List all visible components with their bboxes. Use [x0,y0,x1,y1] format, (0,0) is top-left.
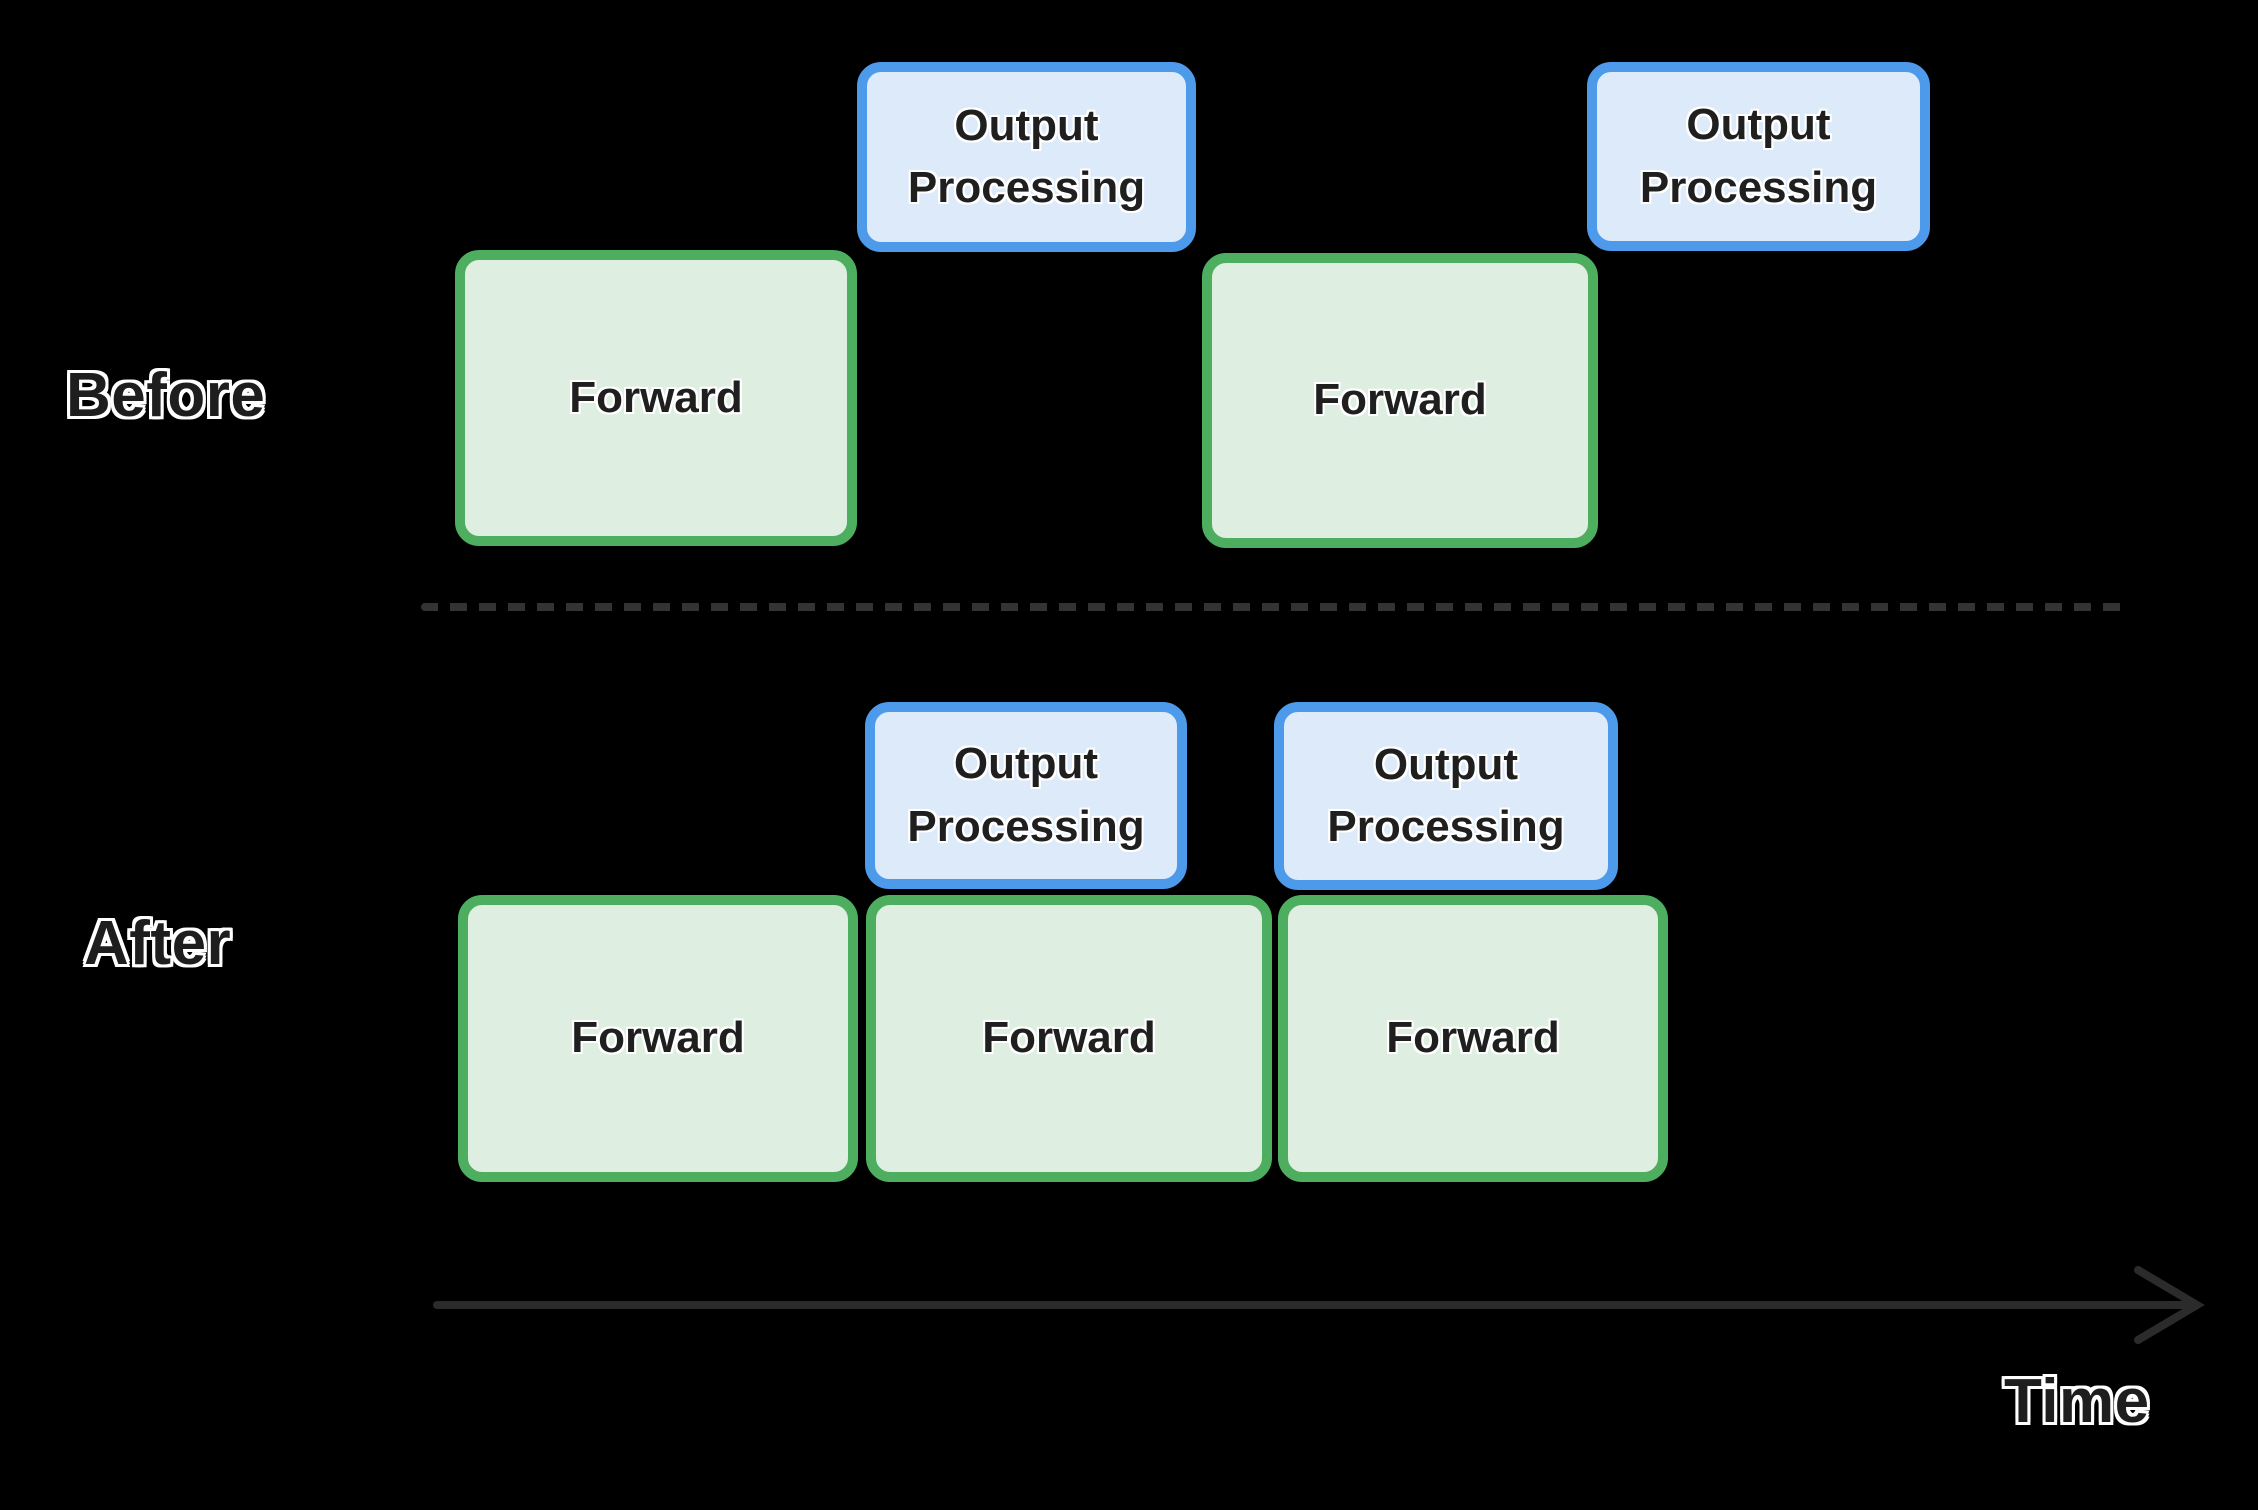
after-section-label: After [84,909,232,978]
forward-label: Forward [1386,1013,1560,1063]
output-processing-label: Output Processing [1639,100,1878,212]
after-forward-box-2: Forward [866,895,1272,1182]
after-forward-box-1: Forward [458,895,858,1182]
forward-label: Forward [571,1013,745,1063]
before-output-processing-box-2: Output Processing [1587,62,1930,251]
forward-label: Forward [569,372,743,422]
after-forward-box-3: Forward [1278,895,1668,1182]
before-forward-box-2: Forward [1202,253,1598,548]
after-output-processing-box-1: Output Processing [865,702,1187,889]
forward-label: Forward [1313,375,1487,425]
output-processing-label: Output Processing [907,739,1145,851]
output-processing-label: Output Processing [907,100,1146,212]
output-processing-label: Output Processing [1327,739,1565,851]
dashed-divider-line [421,603,2125,611]
before-forward-box-1: Forward [455,250,857,546]
time-axis-label: Time [2004,1367,2150,1436]
before-output-processing-box-1: Output Processing [857,62,1196,252]
before-section-label: Before [66,361,266,430]
forward-label: Forward [982,1013,1156,1063]
after-output-processing-box-2: Output Processing [1274,702,1618,890]
